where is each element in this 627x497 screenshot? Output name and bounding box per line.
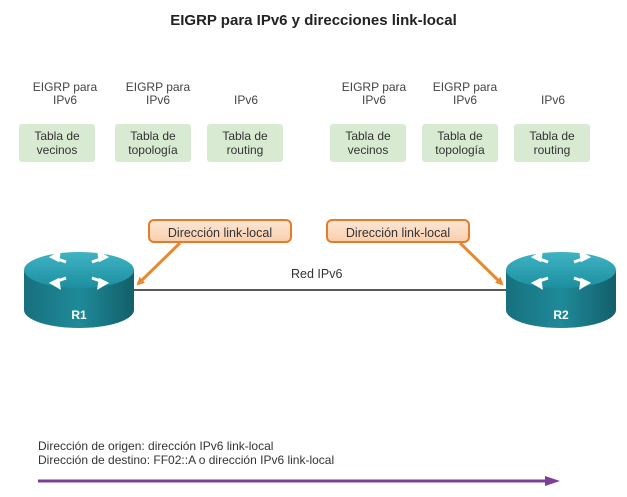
left-col1-header: EIGRP para IPv6 xyxy=(32,80,98,107)
router-r1-icon xyxy=(24,250,134,328)
network-label: Red IPv6 xyxy=(291,267,343,281)
left-callout-arrow xyxy=(136,241,182,286)
router-r2-icon xyxy=(506,250,616,328)
right-col3-header: IPv6 xyxy=(540,93,565,107)
left-col3-header: IPv6 xyxy=(233,93,258,107)
left-routing-table: Tabla de routing xyxy=(207,124,283,162)
left-neighbor-table: Tabla de vecinos xyxy=(19,124,95,162)
diagram-title: EIGRP para IPv6 y direcciones link-local xyxy=(170,12,457,29)
right-neighbor-table-label: Tabla de vecinos xyxy=(345,129,391,157)
router-r1-label: R1 xyxy=(71,308,87,322)
right-topology-table-label: Tabla de topología xyxy=(435,129,485,157)
right-col1-header: EIGRP para IPv6 xyxy=(341,80,407,107)
flow-arrow-icon xyxy=(38,476,560,486)
right-link-local-callout: Dirección link-local xyxy=(326,219,470,243)
right-topology-table: Tabla de topología xyxy=(422,124,498,162)
right-routing-table: Tabla de routing xyxy=(514,124,590,162)
left-col2-header: EIGRP para IPv6 xyxy=(125,80,191,107)
left-link-local-callout: Dirección link-local xyxy=(148,219,292,243)
left-neighbor-table-label: Tabla de vecinos xyxy=(34,129,80,157)
right-neighbor-table: Tabla de vecinos xyxy=(330,124,406,162)
destination-address-text: Dirección de destino: FF02::A o direcció… xyxy=(38,453,335,467)
right-routing-table-label: Tabla de routing xyxy=(529,129,575,157)
left-routing-table-label: Tabla de routing xyxy=(222,129,268,157)
right-col2-header: EIGRP para IPv6 xyxy=(432,80,498,107)
left-topology-table: Tabla de topología xyxy=(115,124,191,162)
source-address-text: Dirección de origen: dirección IPv6 link… xyxy=(38,439,274,453)
router-r2-label: R2 xyxy=(553,308,569,322)
right-callout-arrow xyxy=(458,241,504,286)
left-topology-table-label: Tabla de topología xyxy=(128,129,178,157)
